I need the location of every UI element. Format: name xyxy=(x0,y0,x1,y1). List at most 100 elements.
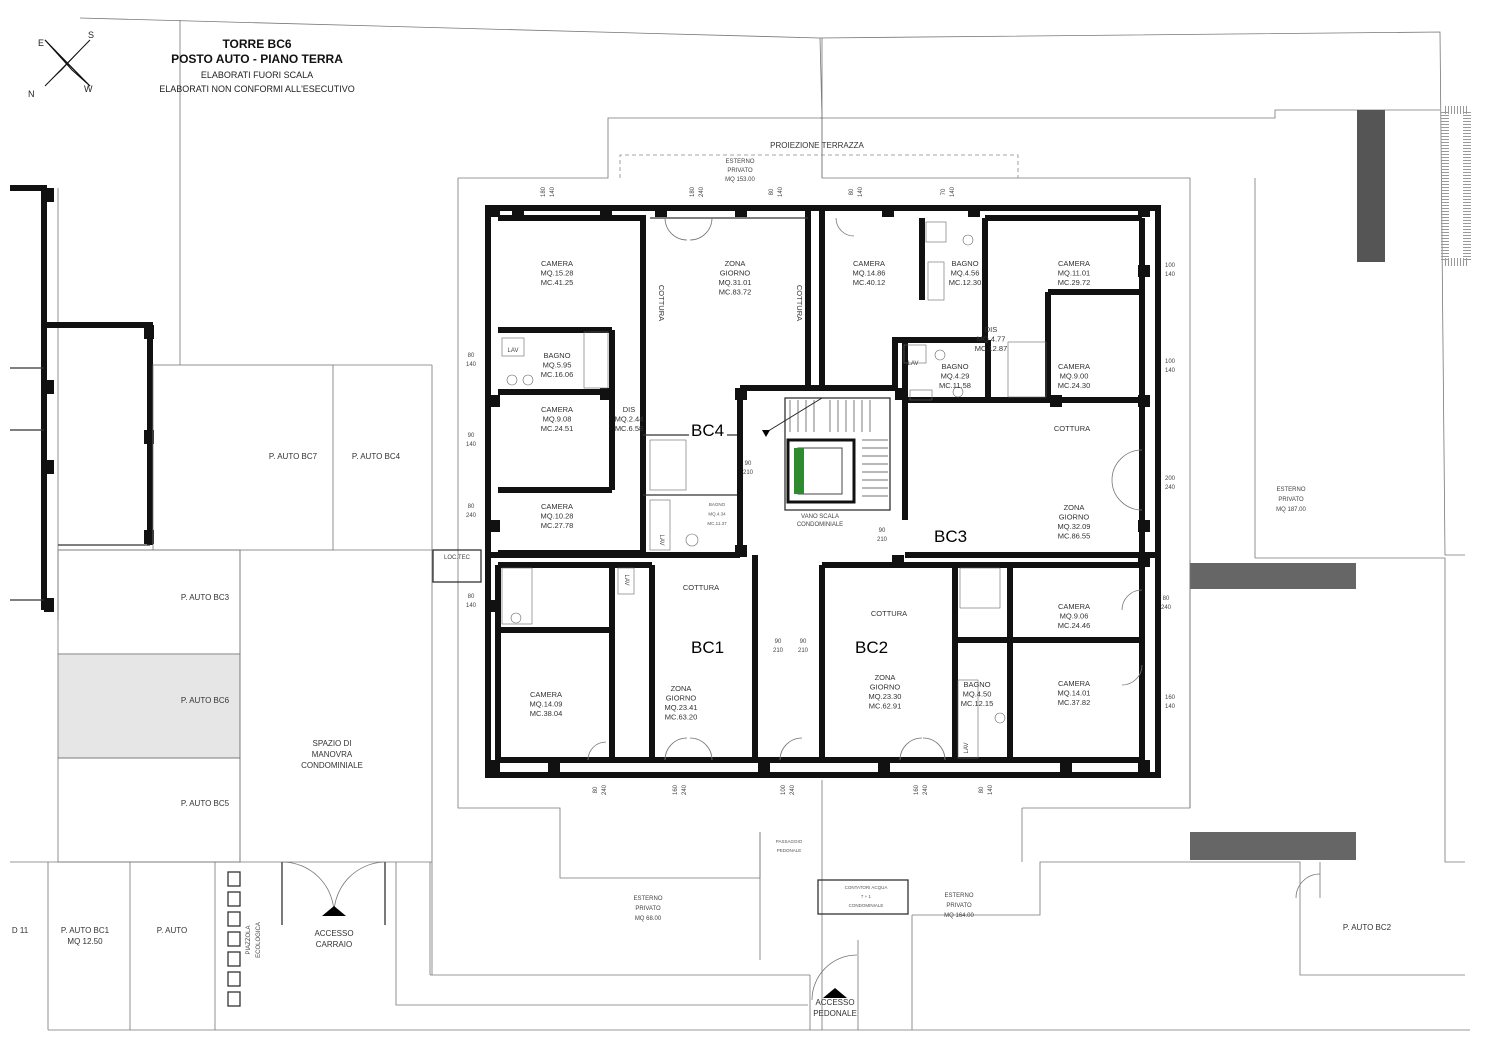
dim-8-line-1: 140 xyxy=(466,603,477,609)
room-19-line-2: MC.37.82 xyxy=(1058,698,1091,707)
room-1-line-1: GIORNO xyxy=(720,269,751,278)
dim-14-line-1: 210 xyxy=(743,470,754,476)
room-0-line-1: MQ.15.28 xyxy=(541,269,574,278)
dim-17-line-0: 90 xyxy=(800,639,807,645)
room-1-line-0: ZONA xyxy=(725,259,746,268)
outside-3-line-0: ESTERNO xyxy=(944,893,973,899)
dim-13-line-0: 160 xyxy=(1165,695,1176,701)
room-8-line-2: MC.12.30 xyxy=(949,278,982,287)
unit-labels: BC4 BC3 BC1 BC2 xyxy=(689,420,970,657)
room-13-line-1: GIORNO xyxy=(1059,513,1090,522)
dim-9-line-1: 140 xyxy=(1165,272,1176,278)
outside-1-line-2: MQ 187.00 xyxy=(1276,507,1306,513)
dim-16-line-0: 90 xyxy=(775,639,782,645)
dim-9-line-0: 100 xyxy=(1165,263,1176,269)
tower-title: TORRE BC6 xyxy=(222,37,291,51)
loc-tec: LOC.TEC xyxy=(444,555,471,561)
unit-bc4: BC4 xyxy=(691,421,724,440)
room-10-line-0: DIS xyxy=(985,325,998,334)
dim-21-line-0: 160 xyxy=(914,784,920,795)
compass-s: S xyxy=(88,30,94,40)
compass-e: E xyxy=(38,38,44,48)
park-bc3: P. AUTO BC3 xyxy=(181,593,230,602)
unit-bc2: BC2 xyxy=(855,638,888,657)
dim-10-line-0: 100 xyxy=(1165,359,1176,365)
room-17-line-2: MC.12.15 xyxy=(961,699,994,708)
room-11-line-1: MQ.4.29 xyxy=(941,372,970,381)
room-4-line-2: MC.6.58 xyxy=(615,424,643,433)
dim-2-line-1: 140 xyxy=(778,186,784,197)
dim-21-line-1: 240 xyxy=(923,784,929,795)
room-3-line-1: MQ.9.08 xyxy=(543,415,572,424)
dim-15-line-0: 90 xyxy=(879,528,886,534)
note-2: ELABORATI NON CONFORMI ALL'ESECUTIVO xyxy=(159,84,355,94)
lav-bc4: LAV xyxy=(508,348,519,354)
room-3-line-0: CAMERA xyxy=(541,405,573,414)
compass-w: W xyxy=(84,84,93,94)
room-16-line-2: MQ.23.30 xyxy=(869,692,902,701)
room-10-line-2: MC.12.87 xyxy=(975,344,1008,353)
misc-labels: COTTURA COTTURA COTTURA COTTURA COTTURA … xyxy=(444,285,1090,754)
dim-11-line-1: 240 xyxy=(1165,485,1176,491)
room-12-line-0: CAMERA xyxy=(1058,362,1090,371)
dim-1-line-1: 240 xyxy=(699,186,705,197)
park-auto: P. AUTO xyxy=(157,926,187,935)
room-14-line-2: MC.38.04 xyxy=(530,709,563,718)
dim-5-line-1: 140 xyxy=(466,362,477,368)
park-bc7: P. AUTO BC7 xyxy=(269,452,318,461)
dim-10-line-1: 140 xyxy=(1165,368,1176,374)
cottura-bc4: COTTURA xyxy=(657,285,666,321)
outside-8-line-1: MANOVRA xyxy=(312,750,353,759)
hatch-blocks xyxy=(1190,106,1471,860)
dim-7-line-1: 240 xyxy=(466,513,477,519)
room-9-line-1: MQ.11.01 xyxy=(1058,269,1090,278)
dim-3-line-0: 80 xyxy=(849,188,855,195)
outside-9-line-1: ECOLOGICA xyxy=(256,922,262,958)
dim-16-line-1: 210 xyxy=(773,648,784,654)
outside-3-line-2: MQ 164.00 xyxy=(944,913,974,919)
room-16-line-0: ZONA xyxy=(875,673,896,682)
dim-11-line-0: 200 xyxy=(1165,476,1176,482)
room-8-line-0: BAGNO xyxy=(951,259,978,268)
outside-8-line-0: SPAZIO DI xyxy=(313,739,352,748)
room-6-line-0: BAGNO xyxy=(709,502,726,507)
room-1-line-2: MQ.31.01 xyxy=(719,278,752,287)
title-block: TORRE BC6 POSTO AUTO - PIANO TERRA ELABO… xyxy=(159,37,355,94)
park-bc6: P. AUTO BC6 xyxy=(181,696,230,705)
dim-14-line-0: 90 xyxy=(745,461,752,467)
dim-2-line-0: 80 xyxy=(769,188,775,195)
main-pillars xyxy=(488,205,1150,772)
outside-7-line-1: CARRAIO xyxy=(316,940,352,949)
unit-bc1: BC1 xyxy=(691,638,724,657)
room-12-line-2: MC.24.30 xyxy=(1058,381,1091,390)
room-15-line-1: GIORNO xyxy=(666,694,697,703)
room-8-line-1: MQ.4.56 xyxy=(951,269,980,278)
room-0-line-0: CAMERA xyxy=(541,259,573,268)
dim-5-line-0: 80 xyxy=(468,353,475,359)
outside-2-line-2: MQ 68.00 xyxy=(635,916,662,922)
room-11-line-0: BAGNO xyxy=(941,362,968,371)
room-18-line-2: MC.24.46 xyxy=(1058,621,1091,630)
room-18-line-1: MQ.9.06 xyxy=(1060,612,1089,621)
unit-bc3: BC3 xyxy=(934,527,967,546)
level-title: POSTO AUTO - PIANO TERRA xyxy=(171,52,343,66)
room-13-line-3: MC.86.55 xyxy=(1058,532,1091,541)
compass-n: N xyxy=(28,89,35,99)
outside-5-line-1: 7 + 1 xyxy=(861,894,872,899)
dim-6-line-1: 140 xyxy=(466,442,477,448)
room-4-line-0: DIS xyxy=(623,405,636,414)
room-15-line-3: MC.63.20 xyxy=(665,713,698,722)
left-building xyxy=(10,185,154,620)
room-12-line-1: MQ.9.00 xyxy=(1060,372,1089,381)
park-bc1: P. AUTO BC1 xyxy=(61,926,110,935)
room-13-line-0: ZONA xyxy=(1064,503,1085,512)
room-19-line-1: MQ.14.01 xyxy=(1058,689,1091,698)
room-7-line-1: MQ.14.86 xyxy=(853,269,886,278)
dim-17-line-1: 210 xyxy=(798,648,809,654)
fixtures xyxy=(501,221,1047,759)
lav-bc3: LAV xyxy=(908,361,919,367)
park-bc5: P. AUTO BC5 xyxy=(181,799,230,808)
lav-bc2: LAV xyxy=(964,743,970,754)
room-5-line-1: MQ.10.28 xyxy=(541,512,574,521)
